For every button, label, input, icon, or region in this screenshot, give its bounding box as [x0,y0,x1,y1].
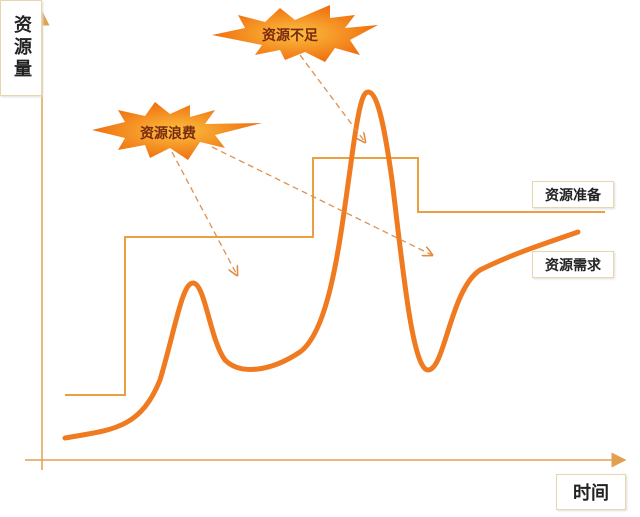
waste-arrow-2 [211,146,432,255]
waste-burst [92,102,262,160]
shortage-label: 资源不足 [262,28,318,44]
x-axis-label: 时间 [556,474,626,510]
y-axis-label: 资源量 [0,0,42,96]
shortage-arrow [299,54,365,142]
supply-line [65,157,605,396]
waste-arrow-1 [171,151,237,275]
legend-demand: 资源需求 [532,251,614,278]
shortage-burst [212,5,378,62]
demand-curve [62,89,581,441]
legend-supply: 资源准备 [532,181,614,208]
waste-label: 资源浪费 [140,126,196,142]
